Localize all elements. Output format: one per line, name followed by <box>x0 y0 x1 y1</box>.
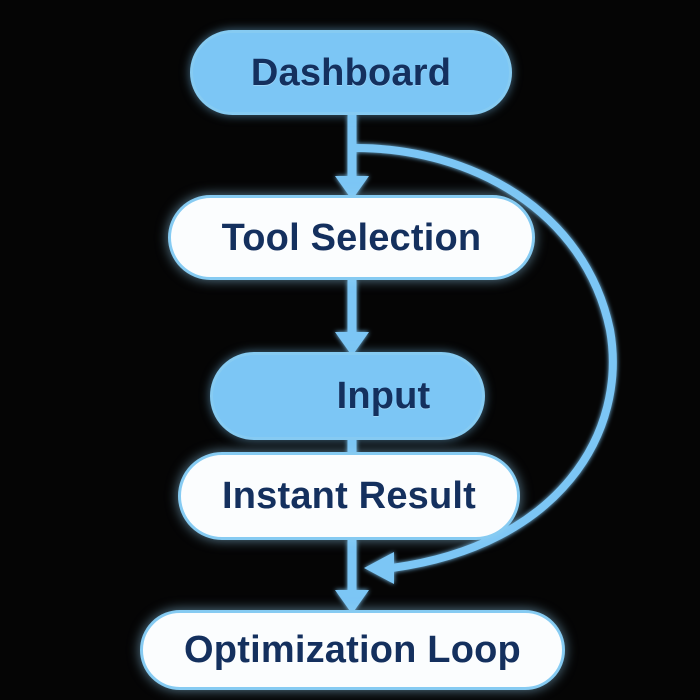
node-optimization-loop[interactable]: Optimization Loop <box>140 610 565 690</box>
node-optimization-loop-label: Optimization Loop <box>184 629 521 671</box>
edge-tool-selection-to-input <box>335 280 369 356</box>
node-instant-result[interactable]: Instant Result <box>178 452 520 540</box>
edge-instant-result-to-optimization-loop <box>335 540 369 614</box>
node-instant-result-label: Instant Result <box>221 475 477 517</box>
node-dashboard[interactable]: Dashboard <box>190 30 512 115</box>
edge-dashboard-to-tool-selection <box>335 115 369 200</box>
node-dashboard-label: Dashboard <box>250 51 452 94</box>
node-tool-selection[interactable]: Tool Selection <box>168 195 535 280</box>
node-input[interactable]: Input <box>210 352 485 440</box>
node-tool-selection-label: Tool Selection <box>221 216 482 259</box>
node-input-label: Input <box>336 375 431 417</box>
edge-feedback-loop <box>352 144 617 584</box>
